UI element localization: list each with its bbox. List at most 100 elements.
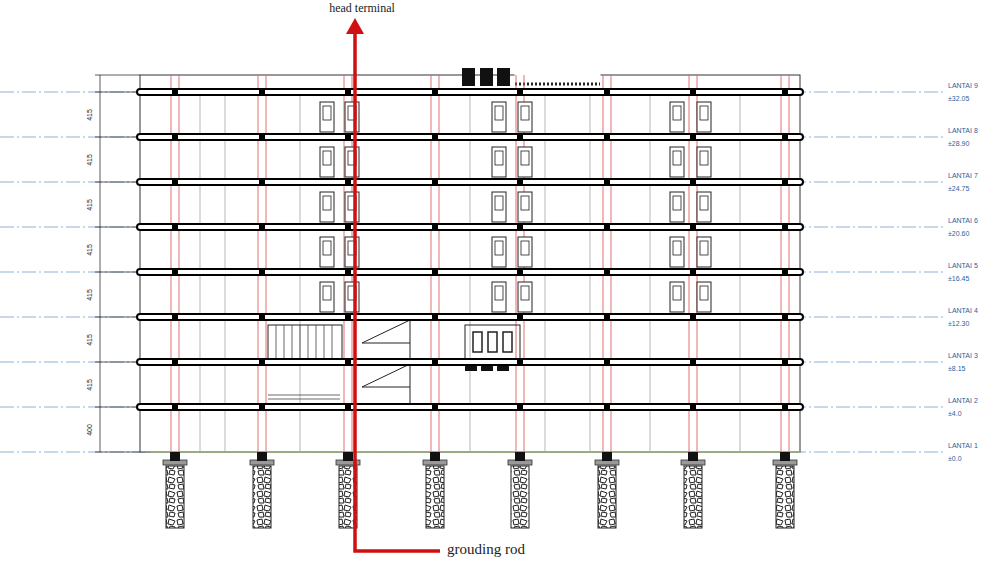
column-base (515, 452, 525, 461)
dimension-text: 415 (86, 289, 93, 301)
dimension-tick (95, 272, 140, 273)
column-joint (690, 179, 696, 185)
column-joint (782, 134, 788, 140)
window-pane (700, 106, 708, 120)
window (697, 147, 711, 177)
lift-box (465, 325, 520, 362)
window-pane (521, 241, 529, 255)
level-elevation: ±20.60 (948, 230, 969, 237)
window-pane (495, 151, 503, 165)
pile (253, 466, 271, 528)
window (320, 147, 334, 177)
roof-unit (497, 68, 510, 86)
column-joint (604, 179, 610, 185)
dimension-tick (95, 182, 140, 183)
window (320, 282, 334, 312)
roof-gap (515, 70, 600, 80)
window-pane (521, 196, 529, 210)
dimension-text: 400 (86, 424, 93, 436)
column-joint (259, 179, 265, 185)
column-line (258, 75, 259, 452)
column-joint (432, 179, 438, 185)
column-joint (172, 404, 178, 410)
column-joint (172, 359, 178, 365)
column-joint (690, 224, 696, 230)
column-base (430, 452, 440, 461)
level-name: LANTAI 8 (948, 127, 978, 134)
window-pane (673, 106, 681, 120)
level-name: LANTAI 5 (948, 262, 978, 269)
pile (166, 466, 184, 528)
column-joint (345, 89, 351, 95)
level-name: LANTAI 7 (948, 172, 978, 179)
floor-slab (137, 134, 803, 140)
column-joint (345, 269, 351, 275)
column-joint (259, 89, 265, 95)
column-joint (782, 404, 788, 410)
level-elevation: ±16.45 (948, 275, 969, 282)
window-pane (673, 196, 681, 210)
window (697, 237, 711, 267)
window (345, 147, 359, 177)
window (670, 282, 684, 312)
window (670, 192, 684, 222)
arrow-head (346, 18, 364, 34)
foundations (163, 452, 797, 528)
window-pane (495, 241, 503, 255)
column-joint (604, 404, 610, 410)
column-joint (690, 269, 696, 275)
column-joint (604, 269, 610, 275)
column-joint (782, 179, 788, 185)
window (518, 192, 532, 222)
dimension-text: 415 (86, 334, 93, 346)
column-joint (432, 269, 438, 275)
floor-slab (137, 89, 803, 95)
column-joint (345, 359, 351, 365)
level-name: LANTAI 1 (948, 442, 978, 449)
column-joint (432, 89, 438, 95)
railing (268, 395, 340, 399)
dimension-text: 415 (86, 244, 93, 256)
column-joint (259, 314, 265, 320)
column-line (603, 75, 604, 452)
window (697, 282, 711, 312)
level-name: LANTAI 9 (948, 82, 978, 89)
column-joint (345, 179, 351, 185)
level-elevation: ±28.90 (948, 140, 969, 147)
window (518, 102, 532, 132)
pile (598, 466, 616, 528)
column-joint (345, 314, 351, 320)
window (345, 192, 359, 222)
dimension-tick (95, 137, 140, 138)
column-line (516, 75, 517, 452)
window (670, 147, 684, 177)
column-line (266, 75, 267, 452)
column-joint (517, 359, 523, 365)
column-joint (172, 224, 178, 230)
dimension-tick (95, 227, 140, 228)
window-pane (323, 286, 331, 300)
window (697, 192, 711, 222)
roof-parapet (515, 83, 600, 86)
column-joint (432, 404, 438, 410)
window (670, 102, 684, 132)
columns (171, 75, 789, 452)
pile (426, 466, 444, 528)
column-joint (517, 224, 523, 230)
floor-slab (137, 179, 803, 185)
window-pane (700, 151, 708, 165)
column-joint (690, 404, 696, 410)
building-outline (140, 75, 800, 452)
window (320, 237, 334, 267)
dimension-tick (95, 452, 140, 453)
window (492, 192, 506, 222)
column-base (688, 452, 698, 461)
window (345, 237, 359, 267)
column-joint (172, 134, 178, 140)
roof-unit (480, 68, 493, 86)
window (670, 237, 684, 267)
grounding-label: grouding rod (447, 542, 525, 557)
column-joint (517, 179, 523, 185)
floor-slab (137, 404, 803, 410)
